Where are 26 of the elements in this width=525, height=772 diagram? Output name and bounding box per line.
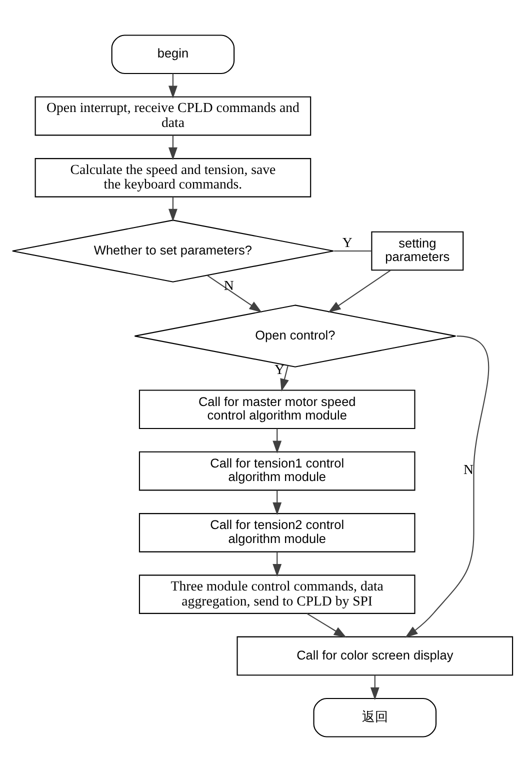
node-box: Call for tension2 control algorithm module xyxy=(138,513,416,552)
node-diamond: Whether to set parameters? xyxy=(12,220,334,282)
arrow xyxy=(168,197,178,222)
arrow xyxy=(207,274,262,312)
node-box: Call for tension1 control algorithm module xyxy=(138,451,416,491)
node-box: Three module control commands, data aggregation, send to CPLD by SPI xyxy=(138,574,416,614)
arrow xyxy=(168,74,178,99)
connector xyxy=(334,250,372,252)
node-box: Call for color screen display xyxy=(236,636,514,676)
arrow xyxy=(306,613,347,638)
edge-label: N xyxy=(463,462,474,478)
edge-label: Y xyxy=(342,235,352,250)
arrow xyxy=(272,490,282,516)
node-box: Call for master motor speed control algorithm module xyxy=(138,390,416,430)
arrow xyxy=(370,675,380,700)
arrow xyxy=(272,552,282,577)
node-box: setting parameters xyxy=(371,231,464,271)
node-box: Open interrupt, receive CPLD commands and data xyxy=(34,96,312,136)
node-box: 返回 xyxy=(313,698,437,738)
arrow xyxy=(168,135,178,160)
arrow xyxy=(280,366,289,392)
arrow xyxy=(405,336,490,638)
arrow xyxy=(272,428,282,454)
node-box: begin xyxy=(111,34,235,74)
arrow xyxy=(328,270,391,313)
node-box: Calculate the speed and tension, save the keyboard commands. xyxy=(34,158,312,198)
